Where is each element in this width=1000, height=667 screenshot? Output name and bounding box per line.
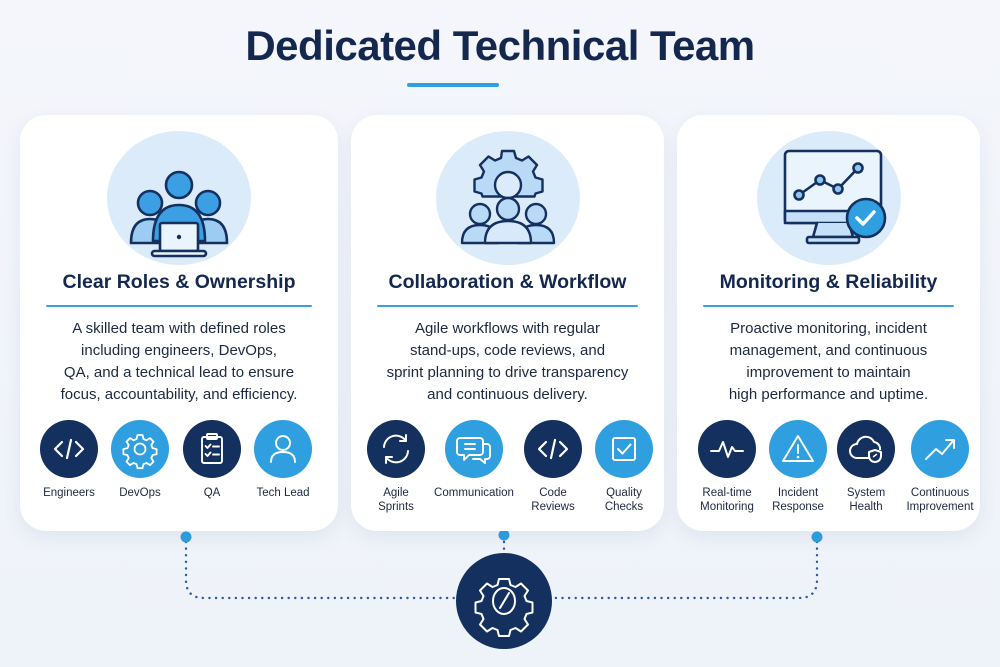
team-gear-icon [435, 131, 580, 265]
description-line: A skilled team with defined roles [72, 320, 286, 337]
card-description: Agile workflows with regular stand-ups, … [361, 318, 654, 406]
role-label: DevOps [119, 487, 161, 499]
role-qa: QA [170, 420, 254, 500]
checkbox-icon [595, 420, 653, 478]
role-tech-lead: Tech Lead [241, 420, 325, 500]
user-icon [254, 420, 312, 478]
capability-label: Response [772, 501, 824, 513]
monitor-chart-check-icon [756, 131, 901, 265]
card-monitoring: Monitoring & Reliability Proactive monit… [677, 115, 980, 531]
description-line: including engineers, DevOps, [81, 342, 277, 359]
card-divider [46, 305, 312, 307]
capability-label: Health [849, 501, 883, 513]
connector-dot-left [180, 531, 192, 543]
role-label: QA [203, 487, 221, 499]
card-collaboration: Collaboration & Workflow Agile workflows… [351, 115, 664, 531]
description-line: management, and continuous [729, 342, 928, 359]
practice-label: Quality [606, 487, 642, 499]
clipboard-checklist-icon [183, 420, 241, 478]
capability-label: Real-time [702, 487, 752, 499]
role-label: Engineers [43, 487, 95, 499]
card-divider [377, 305, 638, 307]
practice-label: Communication [434, 487, 514, 499]
chat-bubbles-icon [445, 420, 503, 478]
capability-label: Continuous [910, 487, 970, 499]
description-line: Proactive monitoring, incident [730, 320, 927, 337]
refresh-cycle-icon [367, 420, 425, 478]
description-line: and continuous delivery. [427, 386, 588, 403]
practice-label: Agile [383, 487, 409, 499]
description-line: Agile workflows with regular [414, 320, 601, 337]
card-title: Monitoring & Reliability [719, 271, 938, 293]
connector-dot-center [498, 529, 510, 541]
code-icon [40, 420, 98, 478]
description-line: sprint planning to drive transparency [386, 364, 629, 381]
warning-triangle-icon [769, 420, 827, 478]
trend-up-icon [911, 420, 969, 478]
page-title: Dedicated Technical Team [245, 22, 755, 69]
team-with-laptop-icon [107, 131, 251, 265]
description-line: improvement to maintain [746, 364, 911, 381]
connector-dot-right [811, 531, 823, 543]
practice-communication: Communication [432, 420, 516, 500]
practice-label: Sprints [378, 501, 414, 513]
role-devops: DevOps [98, 420, 182, 500]
role-label: Tech Lead [256, 487, 310, 499]
card-description: A skilled team with defined roles includ… [30, 318, 328, 406]
description-line: QA, and a technical lead to ensure [63, 364, 295, 381]
card-clear-roles: Clear Roles & Ownership A skilled team w… [20, 115, 338, 531]
capability-label: Monitoring [700, 501, 754, 513]
capability-label: Incident [777, 487, 819, 499]
gear-icon [111, 420, 169, 478]
cloud-shield-icon [837, 420, 895, 478]
capability-label: System [846, 487, 886, 499]
practice-label: Reviews [531, 501, 575, 513]
description-line: stand-ups, code reviews, and [409, 342, 606, 359]
practice-label: Checks [604, 501, 644, 513]
role-engineers: Engineers [27, 420, 111, 500]
code-icon [524, 420, 582, 478]
title-underline [407, 83, 499, 87]
gear-gauge-icon [456, 553, 552, 649]
card-title: Clear Roles & Ownership [62, 271, 296, 293]
card-title: Collaboration & Workflow [388, 271, 627, 293]
description-line: high performance and uptime. [728, 386, 929, 403]
card-divider [703, 305, 954, 307]
card-description: Proactive monitoring, incident managemen… [687, 318, 970, 406]
capability-label: Improvement [906, 501, 974, 513]
practice-label: Code [539, 487, 567, 499]
heartbeat-pulse-icon [698, 420, 756, 478]
description-line: focus, accountability, and efficiency. [60, 386, 298, 403]
